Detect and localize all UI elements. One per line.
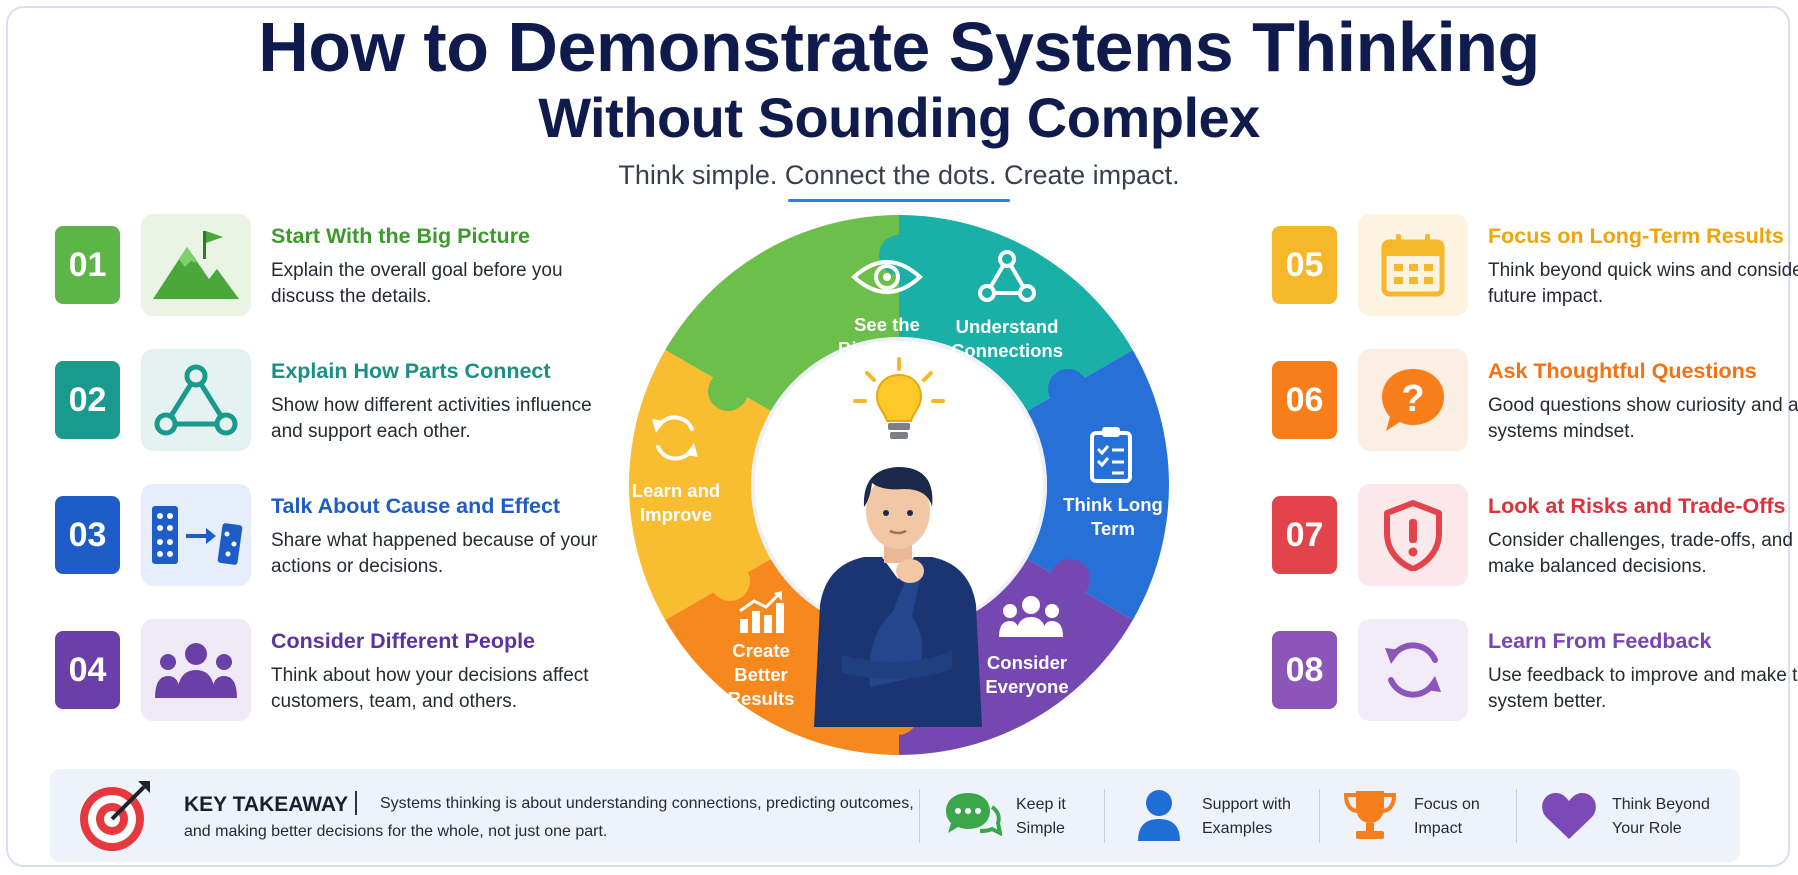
step-item-02: 02 Explain How Parts Connect Show how di… <box>55 349 615 451</box>
clipboard-checklist-icon <box>1090 427 1132 483</box>
tip-divider <box>1319 789 1320 843</box>
step-title: Talk About Cause and Effect <box>271 494 561 518</box>
wheel-segment-connections <box>899 215 1133 411</box>
step-icon-tile <box>1358 484 1468 586</box>
step-icon-tile <box>141 214 251 316</box>
step-title: Look at Risks and Trade-Offs <box>1488 494 1786 518</box>
trophy-icon <box>1343 791 1397 839</box>
page-title: How to Demonstrate Systems Thinking <box>258 8 1540 86</box>
eye-icon <box>851 260 923 294</box>
step-icon-tile <box>141 484 251 586</box>
segment-label-learn: Learn and Improve <box>631 480 721 525</box>
step-number: 06 <box>1272 361 1337 439</box>
connection-triangle-icon <box>978 250 1036 302</box>
step-number: 04 <box>55 631 120 709</box>
step-title: Ask Thoughtful Questions <box>1488 359 1757 383</box>
step-description: Good questions show curiosity and a syst… <box>1488 395 1798 442</box>
step-title: Start With the Big Picture <box>271 224 531 248</box>
people-icon <box>999 596 1063 637</box>
key-takeaway-separator <box>355 791 357 815</box>
step-icon-tile: ? <box>1358 349 1468 451</box>
tip-divider <box>1104 789 1105 843</box>
svg-text:?: ? <box>1401 378 1424 420</box>
step-title: Focus on Long-Term Results <box>1488 224 1784 248</box>
step-title: Explain How Parts Connect <box>271 359 551 383</box>
step-icon-tile <box>1358 619 1468 721</box>
user-icon <box>1138 790 1180 841</box>
step-icon-tile <box>141 349 251 451</box>
wheel-segment-big-picture <box>665 215 899 411</box>
growth-chart-icon <box>739 591 784 633</box>
tip-divider <box>1516 789 1517 843</box>
wheel-segment-learn <box>629 350 771 620</box>
step-description: Explain the overall goal before you disc… <box>271 260 563 307</box>
step-item-06: 06 ? Ask Thoughtful Questions Good quest… <box>1272 349 1798 451</box>
step-number: 07 <box>1272 496 1337 574</box>
step-icon-tile <box>1358 214 1468 316</box>
wheel-segment-long-term <box>1027 350 1169 620</box>
step-title: Consider Different People <box>271 629 536 653</box>
shield-alert-icon <box>1384 500 1442 571</box>
segment-label-everyone: Consider Everyone <box>985 652 1069 697</box>
refresh-cycle-icon <box>1385 642 1441 698</box>
calendar-icon <box>1381 234 1445 297</box>
step-number: 05 <box>1272 226 1337 304</box>
puzzle-wheel: See the Big Picture Understand Connectio… <box>598 215 1200 755</box>
key-takeaway-text-line2: and making better decisions for the whol… <box>184 823 608 840</box>
page-subtitle: Think simple. Connect the dots. Create i… <box>618 160 1180 190</box>
step-number: 08 <box>1272 631 1337 709</box>
segment-label-results: Create Better Results <box>727 640 795 709</box>
page-title-line2: Without Sounding Complex <box>538 86 1260 149</box>
step-item-03: 03 Talk About Cause and Effect Share wha… <box>55 484 615 586</box>
key-takeaway-title: KEY TAKEAWAY <box>184 793 349 816</box>
step-description: Consider challenges, trade-offs, and mak… <box>1488 530 1793 577</box>
subtitle-underline <box>788 199 1010 202</box>
step-item-04: 04 Consider Different People Think about… <box>55 619 615 721</box>
step-item-05: 05 Focus on Long-Term Results Think beyo… <box>1272 214 1798 316</box>
lightbulb-icon <box>853 357 945 439</box>
segment-label-connections: Understand Connections <box>950 316 1064 361</box>
step-title: Learn From Feedback <box>1488 629 1712 653</box>
thinking-person-icon <box>814 467 982 727</box>
domino-arrow-icon <box>152 506 243 565</box>
segment-label-long-term: Think Long Term <box>1063 494 1163 539</box>
network-triangle-icon <box>154 364 238 436</box>
tip-divider <box>919 789 920 843</box>
key-takeaway-text-line1: Systems thinking is about understanding … <box>380 795 914 812</box>
heart-icon <box>1542 793 1596 839</box>
target-icon <box>80 781 150 851</box>
step-number: 02 <box>55 361 120 439</box>
cycle-arrows-icon <box>652 415 698 461</box>
step-description: Use feedback to improve and make the sys… <box>1488 665 1798 712</box>
step-item-01: 01 Start With the Big Picture Explain th… <box>55 214 615 316</box>
step-icon-tile <box>141 619 251 721</box>
question-bubble-icon: ? <box>1382 369 1444 431</box>
step-description: Show how different activities influence … <box>271 395 592 442</box>
step-description: Think about how your decisions affect cu… <box>271 665 589 712</box>
step-number: 03 <box>55 496 120 574</box>
people-group-icon <box>155 643 237 698</box>
mountain-flag-icon <box>153 231 239 299</box>
chat-bubbles-icon <box>946 793 1002 837</box>
step-description: Share what happened because of your acti… <box>271 530 598 577</box>
step-item-07: 07 Look at Risks and Trade-Offs Consider… <box>1272 484 1798 586</box>
key-takeaway-bar: KEY TAKEAWAY Systems thinking is about u… <box>50 769 1740 862</box>
segment-label-big-picture: See the Big Picture <box>838 314 936 359</box>
step-number: 01 <box>55 226 120 304</box>
step-item-08: 08 Learn From Feedback Use feedback to i… <box>1272 619 1798 721</box>
step-description: Think beyond quick wins and consider fut… <box>1488 260 1798 307</box>
